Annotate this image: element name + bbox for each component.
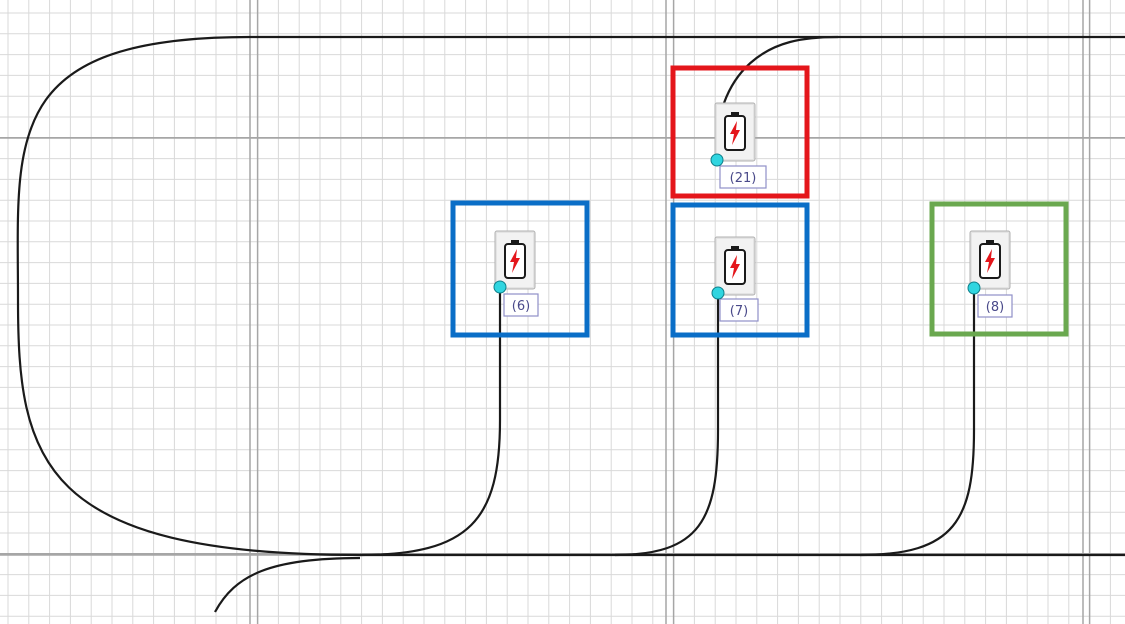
port-connector[interactable] xyxy=(711,286,725,300)
highlight-box-red xyxy=(670,65,810,199)
node-7[interactable]: (7) xyxy=(670,202,810,338)
node-21[interactable]: (21) xyxy=(670,65,810,199)
node-label: (21) xyxy=(730,171,757,186)
wire-node-8[interactable] xyxy=(859,287,976,557)
wire-left-loop[interactable] xyxy=(16,35,361,557)
port-connector[interactable] xyxy=(967,281,981,295)
wires xyxy=(16,35,1125,613)
node-label-box xyxy=(719,298,759,322)
wire-node-7[interactable] xyxy=(614,293,720,557)
battery-icon xyxy=(714,236,756,296)
node-label: (7) xyxy=(730,304,748,319)
wire-node-21[interactable] xyxy=(722,35,839,104)
wire-node-6[interactable] xyxy=(359,287,502,557)
wire-bottom-exit[interactable] xyxy=(214,556,361,613)
node-label-box xyxy=(977,294,1013,318)
node-label: (6) xyxy=(512,299,530,314)
battery-icon xyxy=(969,230,1011,290)
highlight-box-blue xyxy=(450,200,590,338)
port-connector[interactable] xyxy=(493,280,507,294)
port-connector[interactable] xyxy=(710,153,724,167)
highlight-box-blue xyxy=(670,202,810,338)
node-8[interactable]: (8) xyxy=(929,201,1069,337)
node-label-box xyxy=(503,293,539,317)
highlight-box-green xyxy=(929,201,1069,337)
battery-icon xyxy=(714,102,756,162)
node-6[interactable]: (6) xyxy=(450,200,590,338)
battery-icon xyxy=(494,230,536,290)
node-label-box xyxy=(719,165,767,189)
node-label: (8) xyxy=(986,300,1004,315)
